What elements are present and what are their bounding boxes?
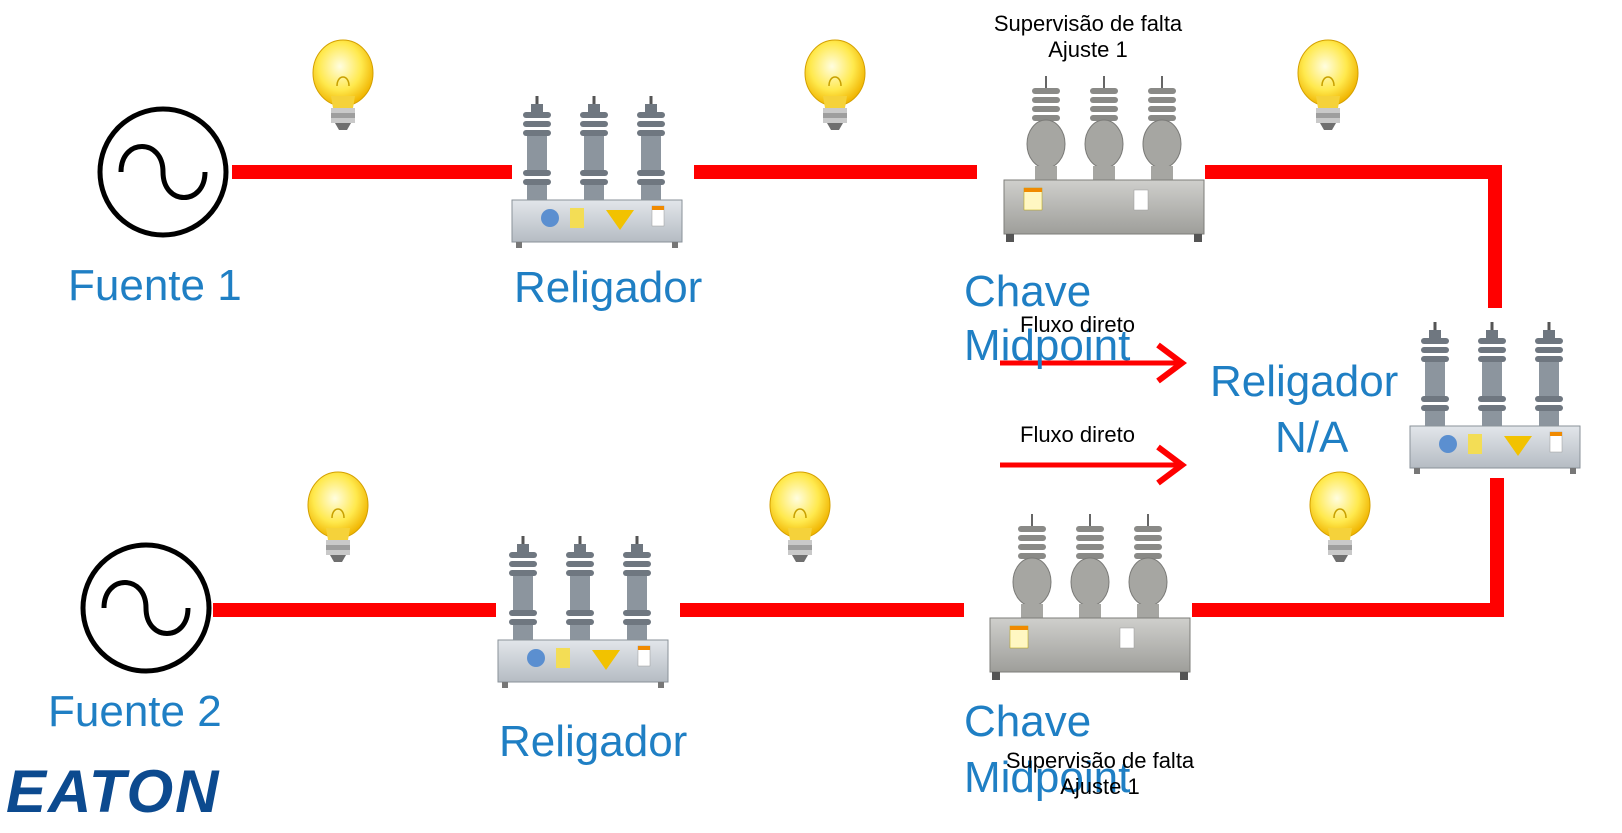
ac-source-icon (83, 545, 209, 671)
tie-recloser-label-line2: N/A (1275, 413, 1349, 462)
line-switch-top-tie (1205, 165, 1502, 308)
arrow-right-icon (1000, 444, 1187, 486)
ac-source-icon (100, 109, 226, 235)
recloser-icon (498, 536, 668, 688)
fault-supervision-label-top: Supervisão de falta Ajuste 1 (968, 11, 1208, 64)
light-bulb-icon (769, 471, 831, 563)
recloser-label-bottom: Religador (499, 717, 688, 766)
tie-recloser-label-line1: Religador (1210, 357, 1399, 406)
source-1-label: Fuente 1 (68, 261, 242, 310)
light-bulb-icon (1309, 471, 1371, 563)
source-2-label: Fuente 2 (48, 687, 222, 736)
switch-label-bottom-line2: Midpoint (964, 753, 1131, 802)
fault-supervision-setting: Ajuste 1 (1048, 37, 1128, 63)
fault-supervision-setting: Ajuste 1 (1060, 774, 1140, 800)
switch-label-top-line1: Chave (964, 267, 1092, 316)
midpoint-switch-icon (990, 514, 1190, 680)
fault-supervision-title: Supervisão de falta (1005, 748, 1195, 773)
light-bulb-icon (312, 39, 374, 131)
switch-label-top-line2: Midpoint (964, 321, 1131, 370)
flow-label-bottom: Fluxo direto (1020, 422, 1135, 447)
recloser-label-top: Religador (514, 263, 703, 312)
switch-label-bottom-line1: Chave (964, 697, 1092, 746)
light-bulb-icon (307, 471, 369, 563)
flow-label-top: Fluxo direto (1020, 312, 1135, 337)
fault-supervision-title: Supervisão de falta (993, 11, 1183, 36)
light-bulb-icon (1297, 39, 1359, 131)
recloser-icon (1410, 322, 1580, 474)
arrow-right-icon (1000, 342, 1187, 384)
eaton-logo: EATON (6, 758, 221, 825)
recloser-icon (512, 96, 682, 248)
midpoint-switch-icon (1004, 76, 1204, 242)
light-bulb-icon (804, 39, 866, 131)
line-switch-bottom-tie (1192, 478, 1504, 617)
fault-supervision-label-bottom: Supervisão de falta Ajuste 1 (980, 748, 1220, 801)
